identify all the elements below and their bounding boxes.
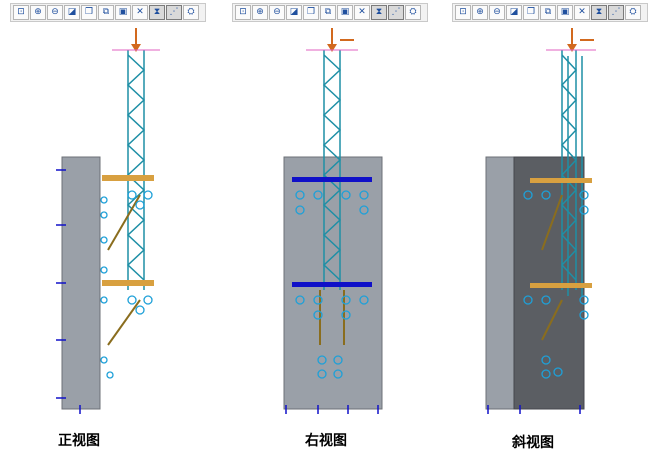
zoom-out-button[interactable]: ⊖ [489,5,505,20]
right-view [283,28,383,414]
zoom-out-button[interactable]: ⊖ [269,5,285,20]
front-view [56,28,160,414]
iso-view-caption: 斜视图 [512,435,554,451]
front-view-caption: 正视图 [58,433,100,449]
zoom-fit-button[interactable]: ⊡ [13,5,29,20]
zoom-fit-icon: ⊡ [239,7,247,17]
toolbar-iso-view: ⊡ ⊕ ⊖ ◪ ❐ ⧉ ▣ ✕ ⧗ ⋰ ⛭ [452,3,648,22]
zoom-out-button[interactable]: ⊖ [47,5,63,20]
display-style-icon: ▣ [118,7,128,17]
annotation-display-icon: ⋰ [391,7,401,17]
render-settings-button[interactable]: ⛭ [625,5,641,20]
zoom-out-icon: ⊖ [273,7,281,17]
view-orientation-button[interactable]: ❐ [523,5,539,20]
display-style-icon: ▣ [560,7,570,17]
datum-display-button[interactable]: ✕ [132,5,148,20]
view-orientation-button[interactable]: ❐ [81,5,97,20]
annotation-display-button[interactable]: ⋰ [166,5,182,20]
iso-view [485,28,596,414]
zoom-in-icon: ⊕ [34,7,42,17]
zoom-out-icon: ⊖ [493,7,501,17]
view-cube-icon: ⧉ [544,7,552,17]
view-orientation-icon: ❐ [84,7,94,17]
zoom-in-icon: ⊕ [256,7,264,17]
datum-display-icon: ✕ [578,7,586,17]
zoom-fit-icon: ⊡ [17,7,25,17]
zoom-window-button[interactable]: ◪ [64,5,80,20]
zoom-window-button[interactable]: ◪ [286,5,302,20]
annotation-display-icon: ⋰ [169,7,179,17]
front-wall [61,156,101,410]
zoom-window-icon: ◪ [67,7,77,17]
zoom-fit-button[interactable]: ⊡ [235,5,251,20]
iso-wall-side [485,156,515,410]
datum-display-button[interactable]: ✕ [574,5,590,20]
annotation-display-button[interactable]: ⋰ [388,5,404,20]
view-orientation-icon: ❐ [526,7,536,17]
view-cube-icon: ⧉ [102,7,110,17]
datum-display-button[interactable]: ✕ [354,5,370,20]
datum-display-icon: ✕ [358,7,366,17]
filter-button[interactable]: ⧗ [149,5,165,20]
render-settings-icon: ⛭ [629,7,637,17]
datum-display-icon: ✕ [136,7,144,17]
render-settings-button[interactable]: ⛭ [405,5,421,20]
view-cube-icon: ⧉ [324,7,332,17]
view-cube-button[interactable]: ⧉ [540,5,556,20]
zoom-window-icon: ◪ [289,7,299,17]
render-settings-icon: ⛭ [187,7,195,17]
annotation-display-button[interactable]: ⋰ [608,5,624,20]
zoom-out-icon: ⊖ [51,7,59,17]
display-style-button[interactable]: ▣ [557,5,573,20]
zoom-window-button[interactable]: ◪ [506,5,522,20]
filter-icon: ⧗ [375,7,383,17]
zoom-in-button[interactable]: ⊕ [252,5,268,20]
display-style-button[interactable]: ▣ [115,5,131,20]
view-cube-button[interactable]: ⧉ [320,5,336,20]
display-style-icon: ▣ [340,7,350,17]
front-mast [126,50,146,290]
render-settings-icon: ⛭ [409,7,417,17]
right-view-caption: 右视图 [305,433,347,449]
view-cube-button[interactable]: ⧉ [98,5,114,20]
zoom-window-icon: ◪ [509,7,519,17]
zoom-in-icon: ⊕ [476,7,484,17]
annotation-display-icon: ⋰ [611,7,621,17]
zoom-fit-icon: ⊡ [459,7,467,17]
toolbar-right-view: ⊡ ⊕ ⊖ ◪ ❐ ⧉ ▣ ✕ ⧗ ⋰ ⛭ [232,3,428,22]
zoom-in-button[interactable]: ⊕ [30,5,46,20]
toolbar-front-view: ⊡ ⊕ ⊖ ◪ ❐ ⧉ ▣ ✕ ⧗ ⋰ ⛭ [10,3,206,22]
filter-button[interactable]: ⧗ [371,5,387,20]
filter-icon: ⧗ [153,7,161,17]
zoom-in-button[interactable]: ⊕ [472,5,488,20]
view-orientation-icon: ❐ [306,7,316,17]
display-style-button[interactable]: ▣ [337,5,353,20]
view-orientation-button[interactable]: ❐ [303,5,319,20]
filter-button[interactable]: ⧗ [591,5,607,20]
render-settings-button[interactable]: ⛭ [183,5,199,20]
filter-icon: ⧗ [595,7,603,17]
zoom-fit-button[interactable]: ⊡ [455,5,471,20]
